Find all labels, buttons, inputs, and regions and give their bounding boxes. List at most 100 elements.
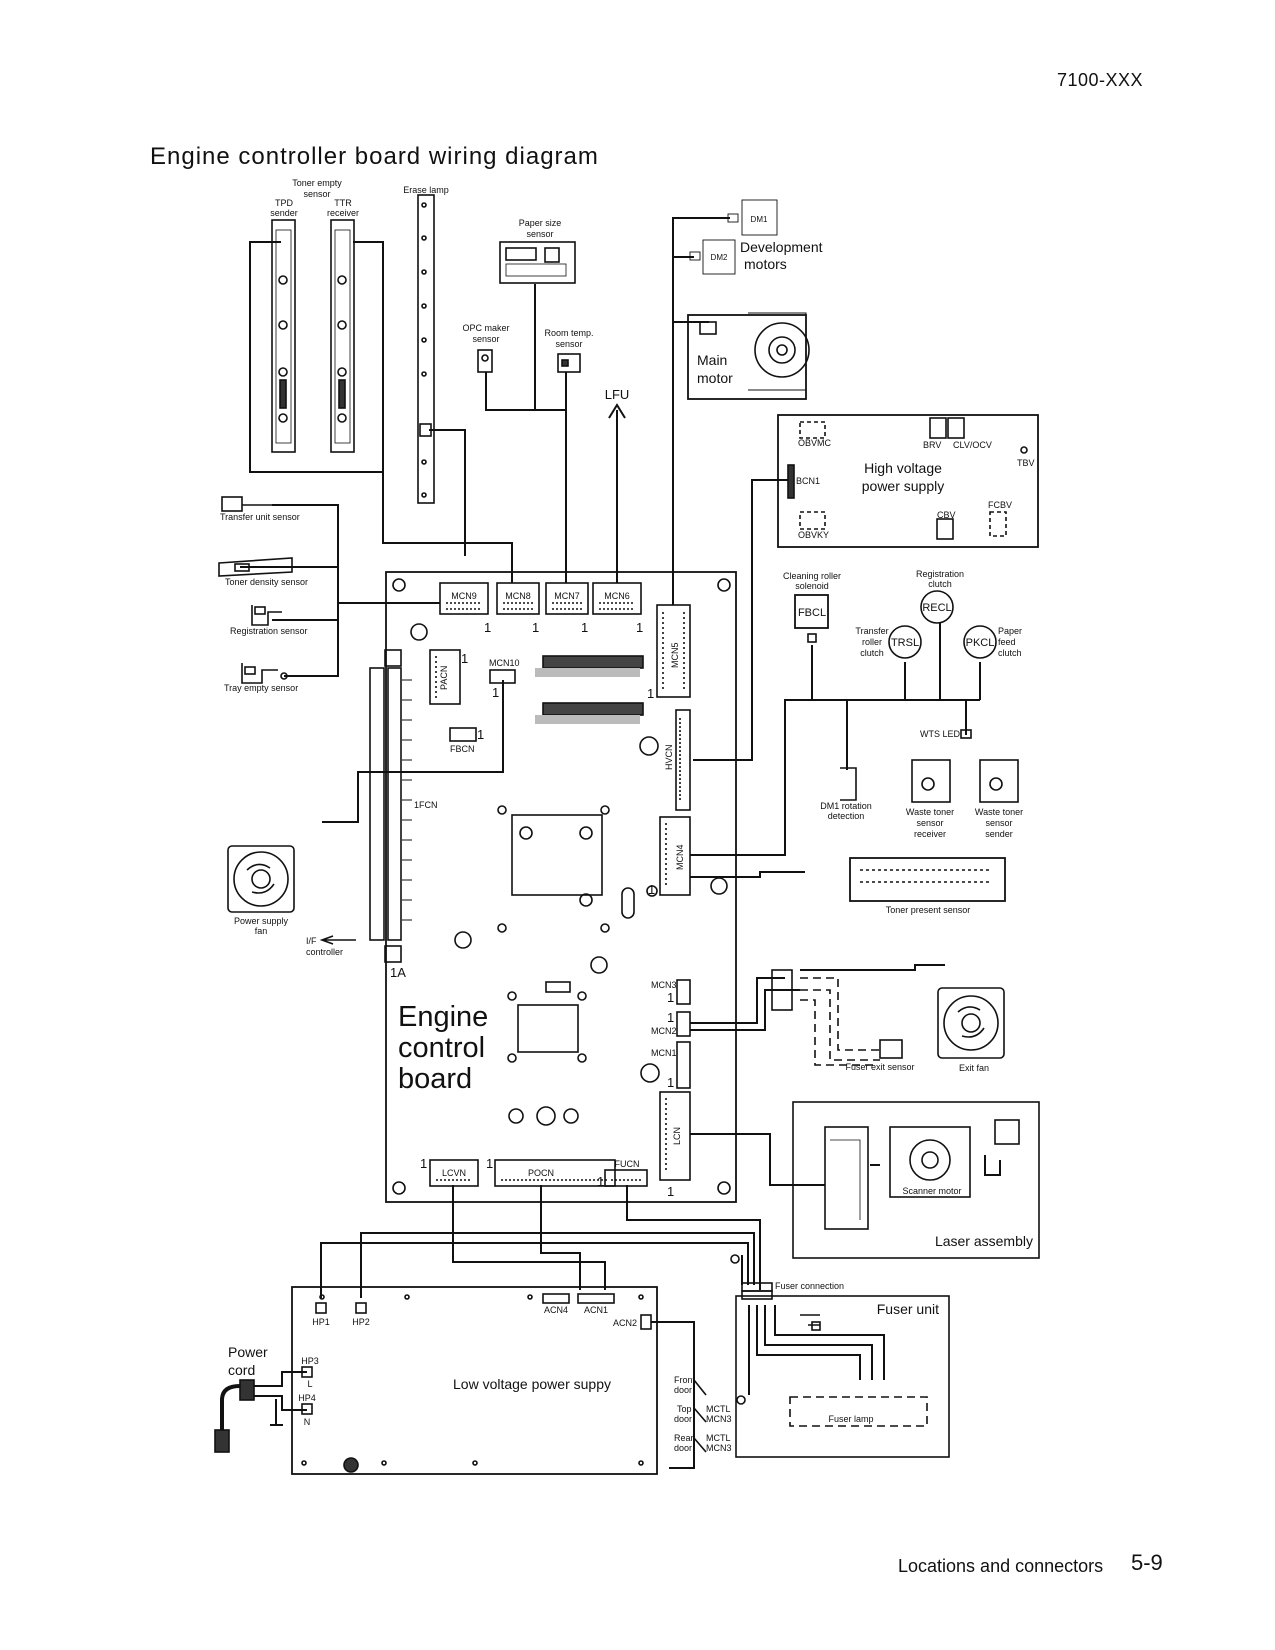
mcn6-pin1: 1: [636, 620, 643, 635]
lfu-arrow: [608, 403, 626, 419]
paper-feed-label-2: feed: [998, 637, 1016, 647]
fucn-pin1: 1: [597, 1174, 604, 1189]
front-door-label-1: Front: [674, 1375, 696, 1385]
opc-maker-sensor-shape: [477, 349, 493, 373]
mcn1-label: MCN1: [651, 1048, 677, 1058]
cleaning-roller-label-1: Cleaning roller: [783, 571, 841, 581]
paper-size-label-1: Paper size: [519, 218, 562, 228]
mcn3-label: MCN3: [651, 980, 677, 990]
bcn1-label: BCN1: [796, 476, 820, 486]
psu-fan-label-2: fan: [255, 926, 268, 936]
development-motors-label-1: Development: [740, 239, 823, 255]
obvmc-label: OBVMC: [798, 438, 832, 448]
toner-density-sensor-shape: [218, 557, 293, 577]
room-temp-sensor-shape: [557, 353, 581, 373]
transfer-unit-sensor-label: Transfer unit sensor: [220, 512, 300, 522]
if-arrow: [319, 935, 356, 945]
erase-lamp-label: Erase lamp: [403, 185, 449, 195]
acn1-label: ACN1: [584, 1305, 608, 1315]
top-door-label-2: door: [674, 1414, 692, 1424]
power-cord-label-2: cord: [228, 1362, 255, 1378]
pkcl-label: PKCL: [966, 637, 995, 649]
toner-density-sensor-label: Toner density sensor: [225, 577, 308, 587]
main-motor-label-2: motor: [697, 370, 733, 386]
mcn4-label: MCN4: [675, 844, 685, 870]
tray-empty-sensor-shape: [241, 663, 288, 684]
pocn-label: POCN: [528, 1168, 554, 1178]
trsl-label: TRSL: [891, 637, 919, 649]
registration-clutch-label-2: clutch: [928, 579, 952, 589]
registration-sensor-label: Registration sensor: [230, 626, 308, 636]
wt-receiver-label-1: Waste toner: [906, 807, 954, 817]
ttr-label-1: TTR: [334, 198, 352, 208]
tpd-sender: [271, 219, 296, 453]
mcn2-pin1: 1: [667, 1010, 674, 1025]
footer-section-title: Locations and connectors: [898, 1556, 1104, 1576]
transfer-clutch-label-3: clutch: [860, 648, 884, 658]
lcvn-pin1: 1: [420, 1156, 427, 1171]
corner-1a-label: 1A: [390, 965, 406, 980]
wt-sender-label-2: sensor: [985, 818, 1012, 828]
mcn8-pin1: 1: [532, 620, 539, 635]
fuser-exit-label: Fuser exit sensor: [845, 1062, 914, 1072]
lvps-board: [291, 1286, 658, 1475]
paper-size-label-2: sensor: [526, 229, 553, 239]
dm1-motor: [727, 199, 778, 236]
hp2-label: HP2: [352, 1317, 370, 1327]
acn2-label: ACN2: [613, 1318, 637, 1328]
fuser-lamp-label: Fuser lamp: [828, 1414, 873, 1424]
labels: Toner empty sensor TPD sender TTR receiv…: [220, 178, 1035, 1453]
if-label-2: controller: [306, 947, 343, 957]
paper-feed-label-1: Paper: [998, 626, 1022, 636]
mcn10-label: MCN10: [489, 658, 520, 668]
mcn1-pin1: 1: [667, 1075, 674, 1090]
ttr-receiver: [330, 219, 355, 453]
lvps-title: Low voltage power suppy: [453, 1376, 611, 1392]
mcn6-label: MCN6: [604, 591, 630, 601]
development-motors-label-2: motors: [744, 256, 787, 272]
opc-label-1: OPC maker: [462, 323, 509, 333]
door-switches: [693, 1379, 707, 1453]
fuser-connection-label: Fuser connection: [775, 1281, 844, 1291]
hvcn-label: HVCN: [664, 744, 674, 770]
mcn10-pin1: 1: [492, 685, 499, 700]
wts-led-label: WTS LED: [920, 729, 961, 739]
clutches: [794, 590, 997, 659]
rear-door-label-1: Rear: [674, 1433, 694, 1443]
mcn5-pin1: 1: [647, 686, 654, 701]
page-title: Engine controller board wiring diagram: [150, 143, 599, 170]
tray-empty-sensor-label: Tray empty sensor: [224, 683, 298, 693]
main-motor-shape: [687, 312, 810, 400]
dm2-label: DM2: [711, 253, 728, 262]
toner-empty-label-2: sensor: [303, 189, 330, 199]
toner-present-sensor-shape: [849, 857, 1006, 902]
dm1-rotation-label-1: DM1 rotation: [820, 801, 872, 811]
room-temp-label-1: Room temp.: [544, 328, 593, 338]
mcn8-label: MCN8: [505, 591, 531, 601]
if-label-1: I/F: [306, 936, 317, 946]
front-door-label-2: door: [674, 1385, 692, 1395]
lcvn-label: LCVN: [442, 1168, 466, 1178]
wires: [240, 217, 1001, 1469]
power-cord-shape: [214, 1379, 255, 1453]
toner-empty-label-1: Toner empty: [292, 178, 342, 188]
pocn-pin1: 1: [486, 1156, 493, 1171]
fuser-unit-box: [730, 1254, 950, 1458]
registration-sensor-shape: [251, 605, 282, 626]
fcn-label: 1FCN: [414, 800, 438, 810]
fbcl-label: FBCL: [798, 607, 826, 619]
fucn-label: FUCN: [615, 1159, 640, 1169]
paper-size-sensor-shape: [499, 241, 576, 284]
board-name-2: control: [398, 1032, 485, 1064]
power-cord-label-1: Power: [228, 1344, 268, 1360]
dm1-rotation-label-2: detection: [828, 811, 865, 821]
lcn-pin1: 1: [667, 1184, 674, 1199]
hvps-title-1: High voltage: [864, 460, 942, 476]
board-name-3: board: [398, 1063, 472, 1095]
tpd-label-2: sender: [270, 208, 298, 218]
pacn-pin1: 1: [461, 651, 468, 666]
hp1-label: HP1: [312, 1317, 330, 1327]
dm2-motor: [689, 239, 736, 275]
opc-label-2: sensor: [472, 334, 499, 344]
fbcn-label: FBCN: [450, 744, 475, 754]
